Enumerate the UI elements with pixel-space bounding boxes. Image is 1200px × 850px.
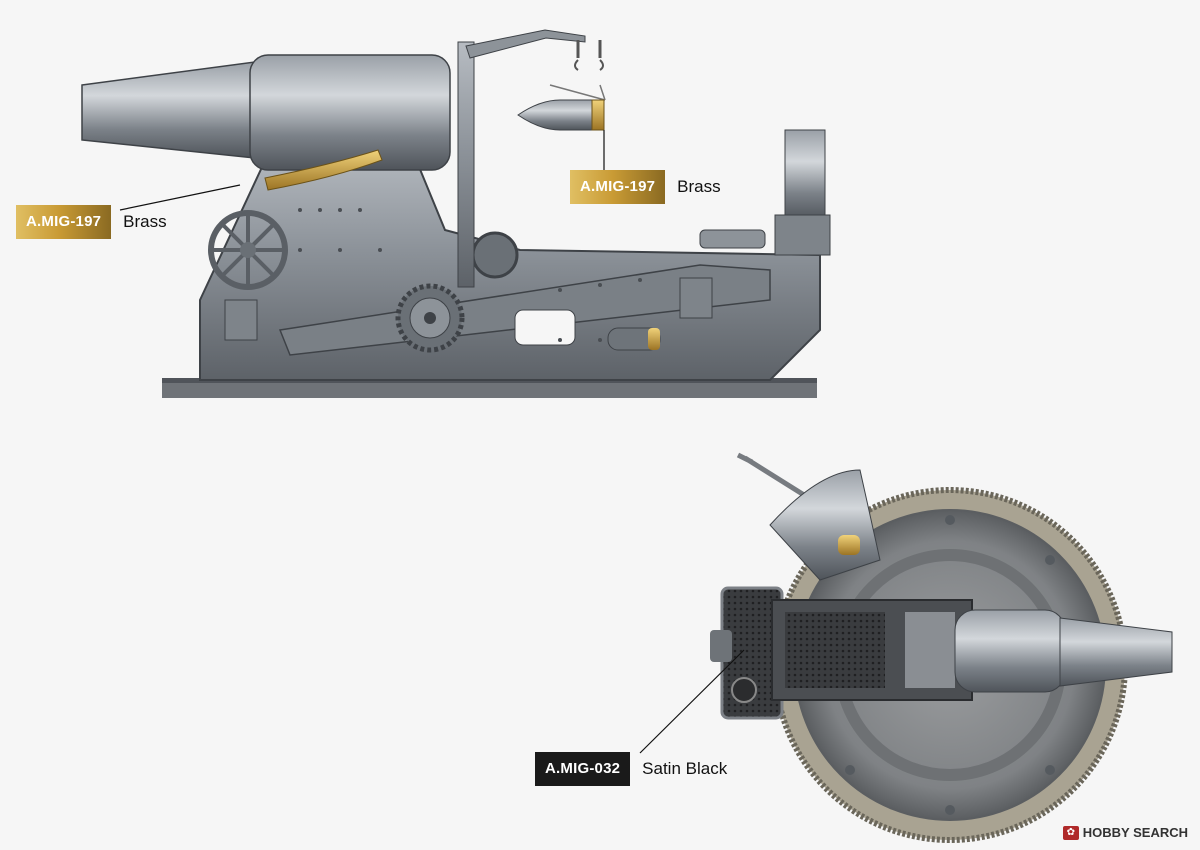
breech-column — [784, 129, 826, 221]
breech-side-plate — [710, 630, 732, 662]
leader-line-breech — [639, 649, 745, 754]
paint-code: A.MIG-197 — [16, 205, 112, 239]
elevation-arc-brass — [264, 149, 383, 191]
top-carriage-mesh — [785, 612, 885, 688]
spring-housing-right — [679, 277, 713, 319]
recoil-spring — [699, 229, 766, 249]
callout-breech-satin-black: A.MIG-032 Satin Black — [535, 752, 727, 786]
rail-cutout — [514, 309, 576, 346]
paint-name: Satin Black — [642, 759, 728, 778]
top-view — [639, 452, 1173, 843]
watermark: ✿ HOBBY SEARCH — [1062, 825, 1188, 840]
top-carriage-plate — [905, 612, 955, 688]
shell-crane — [457, 29, 604, 288]
spring-housing-left — [224, 299, 258, 341]
leader-line-barrel — [119, 184, 241, 211]
callout-shell-brass: A.MIG-197 Brass — [570, 170, 721, 204]
barrel-muzzle — [81, 61, 256, 159]
top-barrel-body — [954, 609, 1066, 693]
base-rack — [162, 380, 817, 398]
side-view — [81, 29, 831, 398]
breech-base — [774, 214, 831, 256]
rivets — [298, 208, 642, 342]
tray-shell — [838, 535, 860, 555]
breech-port — [731, 677, 757, 703]
barrel-body — [249, 54, 451, 171]
small-gear — [471, 231, 519, 279]
elevation-gear — [395, 283, 465, 353]
callout-barrel-brass: A.MIG-197 Brass — [16, 205, 167, 239]
watermark-logo-icon: ✿ — [1062, 825, 1079, 840]
handwheel — [208, 210, 288, 290]
paint-name: Brass — [123, 212, 167, 231]
rail-cylinder-brass — [648, 328, 660, 350]
paint-name: Brass — [677, 177, 721, 196]
paint-code: A.MIG-032 — [535, 752, 631, 786]
watermark-text: HOBBY SEARCH — [1082, 825, 1188, 840]
paint-code: A.MIG-197 — [570, 170, 666, 204]
top-barrel-muzzle — [1059, 617, 1173, 687]
hanging-shell — [517, 84, 606, 131]
